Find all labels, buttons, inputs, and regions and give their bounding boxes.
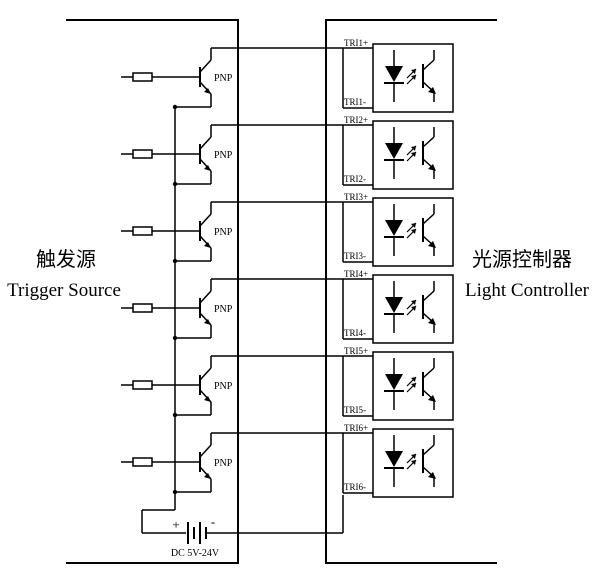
led-icon	[385, 297, 403, 313]
tri-minus-label-6: TRI6-	[344, 482, 366, 492]
tri-plus-label-6: TRI6+	[344, 423, 368, 433]
tri-plus-label-1: TRI1+	[344, 38, 368, 48]
tri-plus-label-4: TRI4+	[344, 269, 368, 279]
optocoupler-3	[372, 197, 454, 267]
optocoupler-5	[372, 351, 454, 421]
led-icon	[385, 374, 403, 390]
resistor-6	[132, 457, 153, 467]
pnp-label: PNP	[214, 304, 233, 315]
light-controller-label-en: Light Controller	[465, 280, 590, 301]
emitter-arrow-icon	[204, 88, 211, 94]
light-controller-label-cn: 光源控制器	[472, 247, 572, 271]
tri-minus-label-5: TRI5-	[344, 405, 366, 415]
pnp-label: PNP	[214, 150, 233, 161]
resistor-4	[132, 303, 153, 313]
led-icon	[385, 143, 403, 159]
tri-plus-label-5: TRI5+	[344, 346, 368, 356]
emitter-arrow-icon	[204, 165, 211, 171]
led-icon	[385, 66, 403, 82]
tri-minus-label-2: TRI2-	[344, 174, 366, 184]
channel-group: PNPTRI1+TRI1-PNPTRI2+TRI2-PNPTRI3+TRI3-P…	[121, 38, 454, 498]
power-minus-sign: -	[211, 514, 215, 529]
light-controller-box	[325, 19, 497, 564]
optocoupler-2	[372, 120, 454, 190]
resistor-3	[132, 226, 153, 236]
channel-5: PNP TRI5+ TRI5-	[121, 346, 454, 421]
tri-minus-label-4: TRI4-	[344, 328, 366, 338]
tri-plus-label-3: TRI3+	[344, 192, 368, 202]
channel-3: PNP TRI3+ TRI3-	[121, 192, 454, 267]
led-icon	[385, 220, 403, 236]
tri-minus-label-1: TRI1-	[344, 97, 366, 107]
pnp-label: PNP	[214, 458, 233, 469]
emitter-arrow-icon	[204, 396, 211, 402]
pnp-label: PNP	[214, 381, 233, 392]
channel-2: PNP TRI2+ TRI2-	[121, 115, 454, 190]
pnp-label: PNP	[214, 227, 233, 238]
emitter-arrow-icon	[204, 242, 211, 248]
power-supply-label: DC 5V-24V	[171, 548, 220, 559]
resistor-1	[132, 72, 153, 82]
common-bus	[141, 108, 186, 534]
channel-4: PNP TRI4+ TRI4-	[121, 269, 454, 344]
channel-1: PNP TRI1+ TRI1-	[121, 38, 454, 113]
led-icon	[385, 451, 403, 467]
tri-minus-label-3: TRI3-	[344, 251, 366, 261]
dc-power-supply	[187, 495, 344, 544]
power-plus-sign: +	[172, 517, 179, 532]
resistor-2	[132, 149, 153, 159]
optocoupler-4	[372, 274, 454, 344]
trigger-source-label-cn: 触发源	[36, 247, 96, 271]
emitter-arrow-icon	[204, 473, 211, 479]
tri-plus-label-2: TRI2+	[344, 115, 368, 125]
trigger-source-box	[66, 19, 239, 564]
channel-6: PNP TRI6+ TRI6-	[121, 423, 454, 498]
pnp-label: PNP	[214, 73, 233, 84]
optocoupler-6	[372, 428, 454, 498]
emitter-arrow-icon	[204, 319, 211, 325]
trigger-source-label-en: Trigger Source	[7, 280, 121, 301]
resistor-5	[132, 380, 153, 390]
optocoupler-1	[372, 43, 454, 113]
